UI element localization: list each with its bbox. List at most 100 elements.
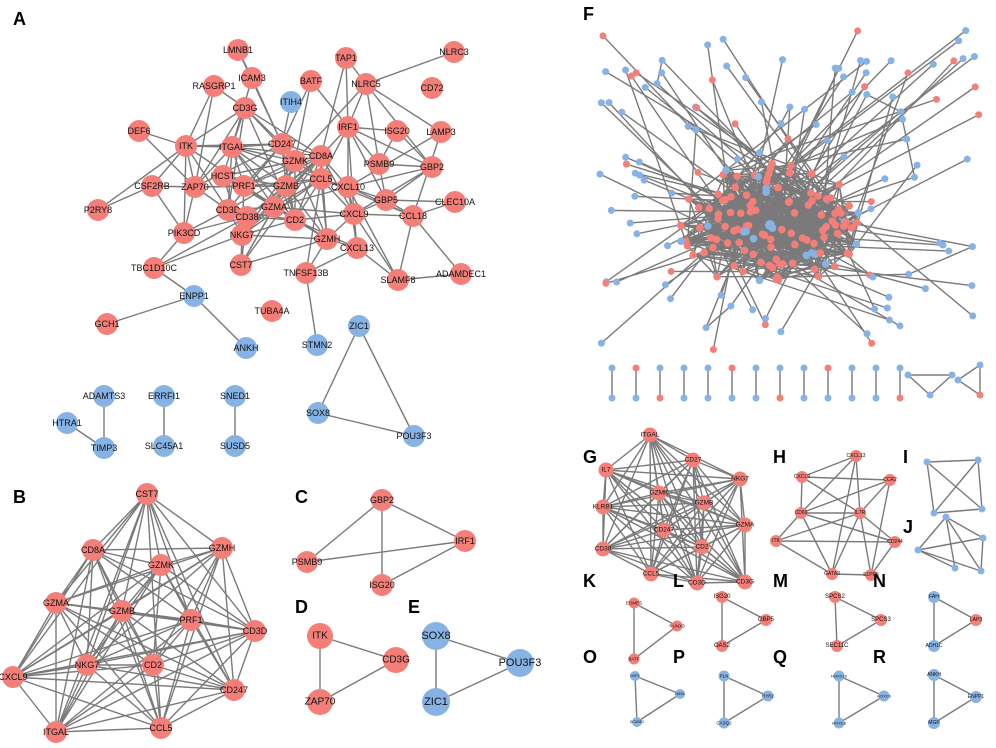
edge-g-il7-nkg7 — [605, 469, 741, 480]
node-circle — [403, 425, 425, 447]
node-f — [684, 122, 692, 130]
node-f — [742, 191, 751, 200]
edge-a-gzma-cxcl9 — [273, 206, 355, 215]
node-a-batf: BATF — [300, 70, 323, 92]
node-f — [845, 202, 853, 210]
node-f — [896, 394, 904, 402]
node-f — [784, 135, 792, 143]
node-f — [721, 222, 729, 231]
node-circle — [307, 402, 329, 424]
edge-g-cd27-nkg7 — [692, 459, 741, 480]
node-circle — [387, 269, 409, 291]
node-label: CD69 — [795, 510, 808, 516]
node-f — [950, 57, 958, 65]
node-b-cd8a: CD8A — [81, 539, 105, 561]
edge-f-satellite — [688, 60, 868, 200]
node-g-cd2: CD2 — [694, 539, 710, 555]
edge-f-satellite — [656, 83, 768, 183]
edge-i-0-2 — [926, 461, 935, 514]
panel-label-k: K — [583, 571, 596, 591]
node-label: CD72 — [420, 83, 443, 93]
node-a-zap70: ZAP70 — [181, 176, 209, 198]
edge-f-satellite — [848, 254, 876, 310]
node-label: CD244 — [887, 539, 903, 545]
panel-label-h: H — [773, 447, 786, 467]
node-f — [869, 273, 877, 281]
node-label: CASQ2 — [716, 721, 732, 726]
node-h-ccr2: CCR2 — [883, 474, 897, 486]
node-a-gch1: GCH1 — [94, 313, 120, 335]
edge-f-satellite — [703, 60, 892, 254]
node-a-def6: DEF6 — [127, 120, 151, 142]
node-f — [831, 221, 840, 229]
node-circle — [45, 592, 67, 614]
node-b-gzma: GZMA — [43, 592, 69, 614]
node-label: DSP1 — [630, 674, 639, 678]
node-circle — [716, 640, 728, 652]
node-f — [762, 314, 770, 322]
node-a-lmnb1: LMNB1 — [223, 39, 253, 61]
edge-h-cd244-cd69 — [800, 512, 896, 543]
edge-f-satellite — [811, 63, 934, 175]
edge-q-hoxc10-hoxc6 — [838, 675, 885, 697]
node-f — [887, 57, 895, 65]
node-label: CXCL9 — [794, 474, 810, 480]
node-circle — [96, 313, 118, 335]
node-circle — [506, 649, 534, 677]
edge-f-satellite — [600, 102, 771, 266]
node-label: NKG7 — [75, 660, 100, 670]
node-circle — [833, 670, 845, 682]
edge-g-il7-cd27 — [605, 459, 694, 471]
node-f — [702, 324, 710, 332]
node-circle — [833, 717, 845, 729]
edge-a-sox8-pou3f3 — [317, 412, 415, 437]
node-label: RYR2 — [762, 694, 774, 699]
node-circle — [111, 600, 133, 622]
node-label: PRF1 — [179, 615, 202, 625]
node-circle — [230, 254, 252, 276]
node-a-enpp1: ENPP1 — [179, 285, 209, 307]
node-label: PLN — [720, 674, 729, 679]
node-h-itk: ITK — [770, 535, 782, 547]
node-f — [676, 221, 685, 230]
edge-f-satellite — [790, 30, 859, 167]
node-label: GCH1 — [94, 319, 119, 329]
node-f — [885, 316, 893, 324]
node-f — [774, 183, 782, 192]
edge-g-ccl5-cd3d — [650, 573, 698, 584]
node-a-gzmh: GZMH — [314, 228, 340, 250]
node-f — [667, 267, 675, 275]
node-circle — [87, 199, 109, 221]
node-label: CD247 — [654, 527, 675, 534]
edge-a-cst7-gzmh — [240, 238, 328, 266]
edge-p-ryr2-casq2 — [723, 695, 769, 724]
node-f — [661, 281, 669, 289]
edge-g-cd27-cd3d — [692, 459, 698, 584]
node-a-gbp2: GBP2 — [420, 156, 444, 178]
node-h-s1pr5: S1PR5 — [863, 569, 879, 581]
edge-b-cst7-cd3d — [146, 493, 256, 632]
node-circle — [150, 554, 172, 576]
node-label: ADAMTS3 — [83, 391, 126, 401]
node-a-tuba4a: TUBA4A — [254, 300, 290, 322]
node-a-irf1: IRF1 — [337, 116, 359, 138]
panel-label-j: J — [903, 517, 913, 537]
edge-b-gzmk-itgal — [55, 564, 162, 733]
edge-n-fah-lap3 — [933, 596, 977, 621]
node-a-errfi1: ERRFI1 — [148, 385, 180, 407]
node-a-tnfsf13b: TNFSF13B — [283, 262, 329, 284]
node-f — [755, 276, 764, 285]
node-circle — [128, 120, 150, 142]
edge-f-satellite — [625, 156, 726, 201]
node-circle — [244, 620, 266, 642]
edge-g-gzmk-klrb1 — [602, 492, 660, 508]
edge-b-gzmh-ccl5 — [160, 547, 223, 729]
edge-g-cd38-cd3g — [602, 548, 746, 583]
node-f — [889, 93, 897, 101]
node-circle — [928, 591, 940, 603]
node-label: HTRA1 — [52, 418, 82, 428]
node-f — [948, 371, 956, 379]
node-label: SPCS3 — [871, 617, 891, 623]
node-f — [658, 69, 666, 77]
